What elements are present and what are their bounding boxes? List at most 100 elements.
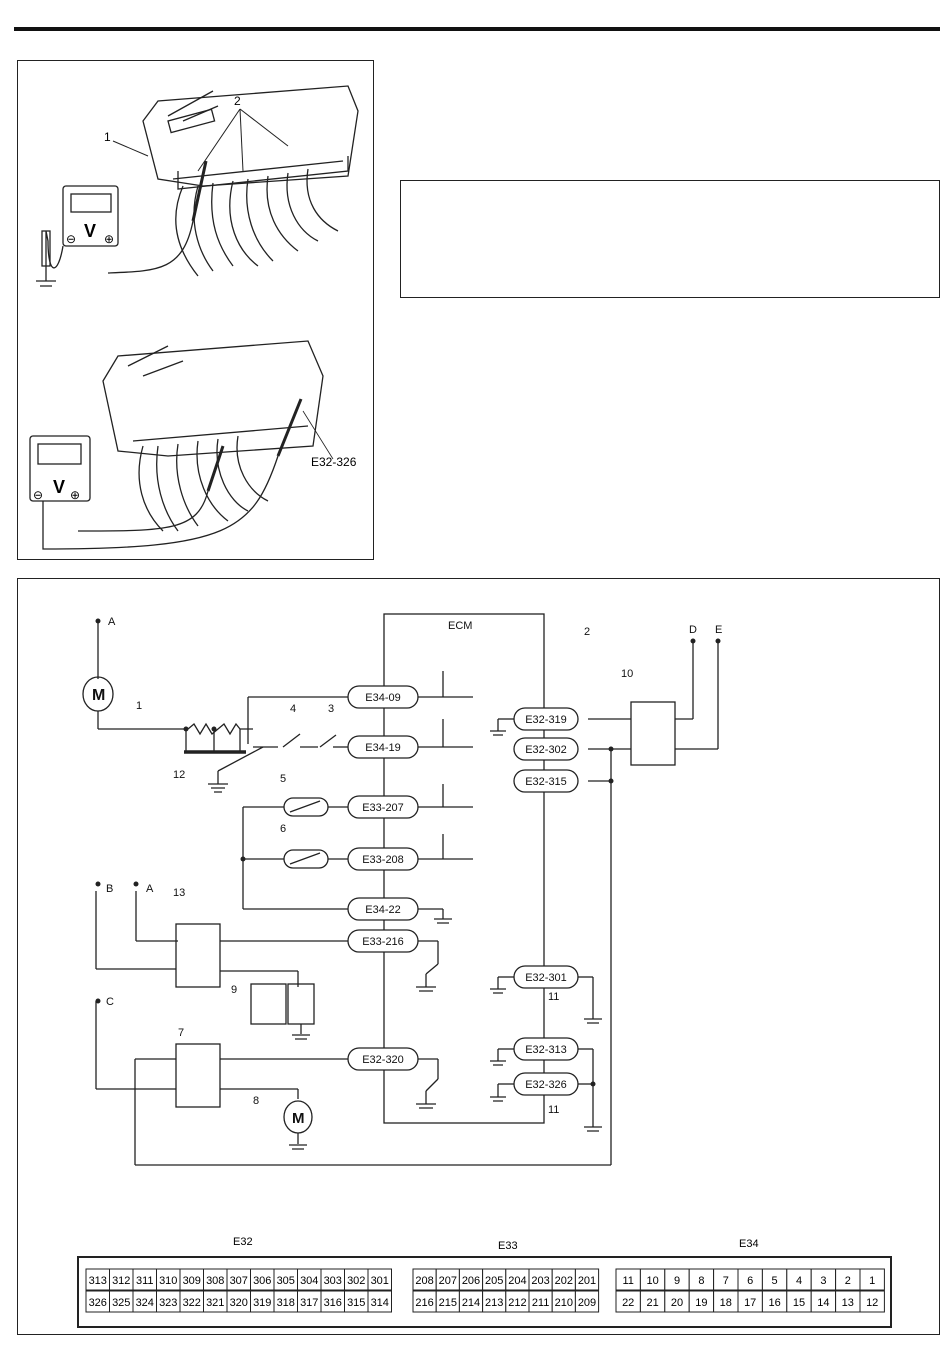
pin-label-16: 16 (768, 1297, 780, 1309)
pin-label-307: 307 (230, 1275, 248, 1287)
connector-outline (77, 1256, 892, 1328)
pin-label-209: 209 (578, 1297, 596, 1309)
pin-label-213: 213 (485, 1297, 503, 1309)
pin-label-208: 208 (415, 1275, 433, 1287)
pin-label-214: 214 (462, 1297, 480, 1309)
terminal-e34-19: E34-19 (365, 742, 400, 754)
callout-3: 3 (328, 703, 334, 715)
terminal-e32-313: E32-313 (525, 1044, 567, 1056)
pin-label-6: 6 (747, 1275, 753, 1287)
callout-4: 4 (290, 703, 296, 715)
feed-c: C (106, 996, 114, 1008)
feed-d: D (689, 624, 697, 636)
pin-label-2: 2 (845, 1275, 851, 1287)
terminal-e33-208: E33-208 (362, 854, 404, 866)
callout-2: 2 (234, 94, 241, 108)
terminal-e32-319: E32-319 (525, 714, 567, 726)
motor-1-symbol: M (92, 687, 105, 704)
pin-cell-314 (367, 1290, 392, 1313)
pin-label-320: 320 (230, 1297, 248, 1309)
pin-cell-209 (574, 1290, 600, 1313)
pin-label-3: 3 (820, 1275, 826, 1287)
feed-a-second: A (146, 883, 154, 895)
pin-label-22: 22 (622, 1297, 634, 1309)
pin-label-304: 304 (300, 1275, 318, 1287)
terminal-pill (347, 929, 419, 953)
callout-11-second: 11 (548, 1104, 559, 1116)
pin-label-201: 201 (578, 1275, 596, 1287)
callout-7: 7 (178, 1027, 184, 1039)
pin-label-309: 309 (183, 1275, 201, 1287)
connector-label-e32: E32 (233, 1236, 253, 1248)
terminal-e32-315: E32-315 (525, 776, 567, 788)
terminal-pill (513, 965, 579, 989)
pin-label-13: 13 (842, 1297, 854, 1309)
pin-label-11: 11 (622, 1275, 633, 1287)
pin-label-206: 206 (462, 1275, 480, 1287)
plus-icon: ⊕ (104, 232, 114, 246)
minus-icon: ⊖ (33, 488, 43, 502)
pin-label-305: 305 (277, 1275, 295, 1287)
pin-label-302: 302 (347, 1275, 365, 1287)
terminal-pill (513, 737, 579, 761)
terminal-e34-22: E34-22 (365, 904, 400, 916)
terminal-e33-207: E33-207 (362, 802, 404, 814)
callout-5: 5 (280, 773, 286, 785)
pin-label-314: 314 (371, 1297, 389, 1309)
minus-icon: ⊖ (66, 232, 76, 246)
pin-label-322: 322 (183, 1297, 201, 1309)
pin-label-324: 324 (136, 1297, 154, 1309)
wiring-diagram: E34-09 E34-19 E33-207 E33-208 E34-22 E33… (77, 613, 892, 1328)
pin-label-313: 313 (89, 1275, 107, 1287)
pin-label-316: 316 (324, 1297, 342, 1309)
terminal-pill (513, 1072, 579, 1096)
wiring-schematic-panel: E34-09 E34-19 E33-207 E33-208 E34-22 E33… (17, 578, 940, 1335)
pin-label-310: 310 (159, 1275, 177, 1287)
voltmeter-illustration: 1 2 V ⊖ ⊕ V ⊖ ⊕ E32-326 (29, 85, 359, 550)
pin-label-216: 216 (415, 1297, 433, 1309)
callout-9: 9 (231, 984, 237, 996)
pin-label-212: 212 (508, 1297, 526, 1309)
connector-label-e34: E34 (739, 1238, 759, 1250)
pin-label-4: 4 (796, 1275, 802, 1287)
pin-label-8: 8 (698, 1275, 704, 1287)
pin-label-211: 211 (532, 1297, 550, 1309)
pin-label-323: 323 (159, 1297, 177, 1309)
pin-label-1: 1 (869, 1275, 875, 1287)
terminal-pill (513, 707, 579, 731)
pin-label-18: 18 (720, 1297, 732, 1309)
callout-6: 6 (280, 823, 286, 835)
voltmeter-v-top: V (84, 221, 96, 241)
terminal-pill (347, 735, 419, 759)
pin-label-321: 321 (206, 1297, 224, 1309)
pin-cell-1 (859, 1268, 885, 1291)
pin-label-312: 312 (112, 1275, 130, 1287)
terminal-pill (513, 1037, 579, 1061)
callout-10: 10 (621, 668, 633, 680)
terminal-e32-301: E32-301 (525, 972, 567, 984)
terminal-pill (347, 685, 419, 709)
terminal-pill (347, 847, 419, 871)
pin-label-202: 202 (555, 1275, 573, 1287)
feed-e: E (715, 624, 722, 636)
illustration-panel: 1 2 V ⊖ ⊕ V ⊖ ⊕ E32-326 (17, 60, 374, 560)
terminal-pill (513, 769, 579, 793)
pin-label-210: 210 (555, 1297, 573, 1309)
pin-label-317: 317 (300, 1297, 318, 1309)
note-box (400, 180, 940, 298)
pin-label-19: 19 (695, 1297, 707, 1309)
connector-label-e33: E33 (498, 1240, 518, 1252)
terminal-pill (347, 897, 419, 921)
pin-label-203: 203 (531, 1275, 549, 1287)
header-rule (14, 27, 940, 31)
pin-label-325: 325 (112, 1297, 130, 1309)
motor-8-symbol: M (292, 1110, 305, 1127)
terminal-e34-09: E34-09 (365, 692, 400, 704)
terminal-e33-216: E33-216 (362, 936, 404, 948)
pin-label-303: 303 (324, 1275, 342, 1287)
terminal-pill (347, 795, 419, 819)
pin-label-207: 207 (439, 1275, 457, 1287)
callout-8: 8 (253, 1095, 259, 1107)
pin-label-9: 9 (674, 1275, 680, 1287)
